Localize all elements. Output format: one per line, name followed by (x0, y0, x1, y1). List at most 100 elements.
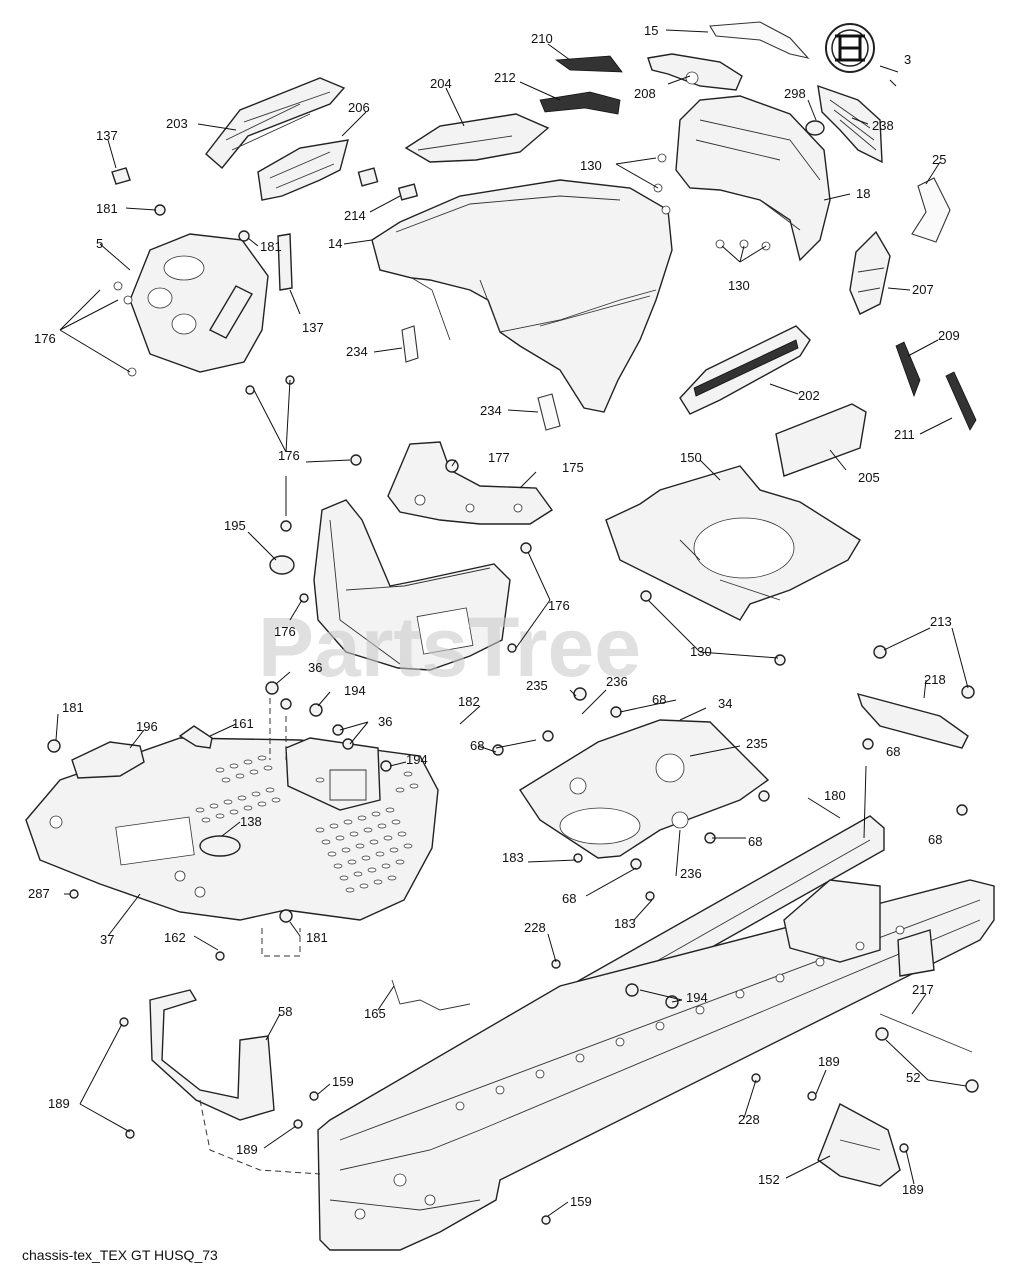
callout-228-b: 228 (738, 1112, 760, 1127)
callout-189-left: 189 (48, 1096, 70, 1111)
callout-161: 161 (232, 716, 254, 731)
callout-298: 298 (784, 86, 806, 101)
fastener-36-b (280, 698, 292, 710)
callout-181-low-a: 181 (62, 700, 84, 715)
callout-214: 214 (344, 208, 366, 223)
fastener-181-low-a (47, 739, 61, 753)
screw-176-a (245, 385, 255, 395)
screw-181-mid (238, 230, 250, 242)
callout-34: 34 (718, 696, 732, 711)
callout-181-low-b: 181 (306, 930, 328, 945)
callout-159-a: 159 (332, 1074, 354, 1089)
decal-234-a (401, 325, 419, 363)
fastener-194-b (380, 760, 392, 772)
plate-34 (519, 719, 770, 859)
dash-panel-203 (205, 77, 346, 170)
callout-176-mid: 176 (278, 448, 300, 463)
grommet-195 (269, 555, 295, 575)
callout-68-d: 68 (748, 834, 762, 849)
callout-213: 213 (930, 614, 952, 629)
callout-180: 180 (824, 788, 846, 803)
panel-205 (775, 403, 867, 477)
callout-labels: 15 3 210 212 204 208 298 238 203 206 137… (28, 23, 960, 1209)
screw-176-d (280, 520, 292, 532)
strip-209 (895, 341, 921, 398)
callout-234-b: 234 (480, 403, 502, 418)
callout-234-a: 234 (346, 344, 368, 359)
callout-15: 15 (644, 23, 658, 38)
callout-68-e: 68 (928, 832, 942, 847)
callout-189-right-top: 189 (818, 1054, 840, 1069)
hood-insert-204 (404, 113, 550, 163)
husqvarna-logo-emblem (825, 23, 875, 73)
leader-lines (55, 29, 969, 1217)
callout-14: 14 (328, 236, 342, 251)
callout-207: 207 (912, 282, 934, 297)
bracket-177-175 (387, 441, 554, 525)
callout-204: 204 (430, 76, 452, 91)
callout-189-right-bottom: 189 (902, 1182, 924, 1197)
cover-196 (71, 741, 145, 779)
callout-176-low: 176 (274, 624, 296, 639)
bracket-58 (149, 989, 275, 1121)
callout-235-b: 235 (746, 736, 768, 751)
callout-162: 162 (164, 930, 186, 945)
callout-238: 238 (872, 118, 894, 133)
screw-181-top (154, 204, 166, 216)
callout-206: 206 (348, 100, 370, 115)
callout-68-c: 68 (886, 744, 900, 759)
fastener-194-a (309, 703, 323, 717)
callout-18: 18 (856, 186, 870, 201)
bracket-218 (856, 692, 969, 749)
callout-130-mid: 130 (728, 278, 750, 293)
fastener-287 (69, 889, 79, 899)
callout-210: 210 (531, 31, 553, 46)
lens-207 (849, 230, 891, 315)
callout-228-a: 228 (524, 920, 546, 935)
callout-177: 177 (488, 450, 510, 465)
callout-37: 37 (100, 932, 114, 947)
footrest-vent-pattern (195, 755, 419, 893)
callout-52: 52 (906, 1070, 920, 1085)
callout-208: 208 (634, 86, 656, 101)
screw-176-f (520, 542, 532, 554)
main-frame-chassis (317, 879, 995, 1251)
callout-189-mid: 189 (236, 1142, 258, 1157)
callout-68-a: 68 (652, 692, 666, 707)
bracket-161 (178, 725, 213, 749)
watermark: PartsTree (258, 600, 641, 694)
callout-176-left: 176 (34, 331, 56, 346)
callout-5: 5 (96, 236, 103, 251)
callout-183-b: 183 (614, 916, 636, 931)
decal-234-b (537, 393, 561, 431)
callout-130-top: 130 (580, 158, 602, 173)
callout-68-b: 68 (470, 738, 484, 753)
callout-195: 195 (224, 518, 246, 533)
callout-209: 209 (938, 328, 960, 343)
lens-298 (805, 120, 825, 136)
grille-strip-210 (554, 55, 623, 73)
callout-137-top: 137 (96, 128, 118, 143)
rod-165 (391, 979, 471, 1011)
callout-218: 218 (924, 672, 946, 687)
callout-183-a: 183 (502, 850, 524, 865)
clip-137-a (111, 167, 131, 185)
callout-175: 175 (562, 460, 584, 475)
screw-176-c (350, 454, 362, 466)
callout-182: 182 (458, 694, 480, 709)
rod-217 (879, 1013, 973, 1053)
callout-150: 150 (680, 450, 702, 465)
callout-202: 202 (798, 388, 820, 403)
bracket-25 (911, 177, 951, 243)
decal-15 (709, 21, 810, 59)
callout-176-right: 176 (548, 598, 570, 613)
callout-194-b: 194 (406, 752, 428, 767)
clip-214-b (397, 183, 419, 201)
callout-235-a: 235 (526, 678, 548, 693)
headlight-trim-238 (817, 84, 883, 164)
callout-159-b: 159 (570, 1194, 592, 1209)
clip-137-b (277, 233, 293, 291)
callout-181-top: 181 (96, 201, 118, 216)
fastener-181-low-b (279, 909, 293, 923)
